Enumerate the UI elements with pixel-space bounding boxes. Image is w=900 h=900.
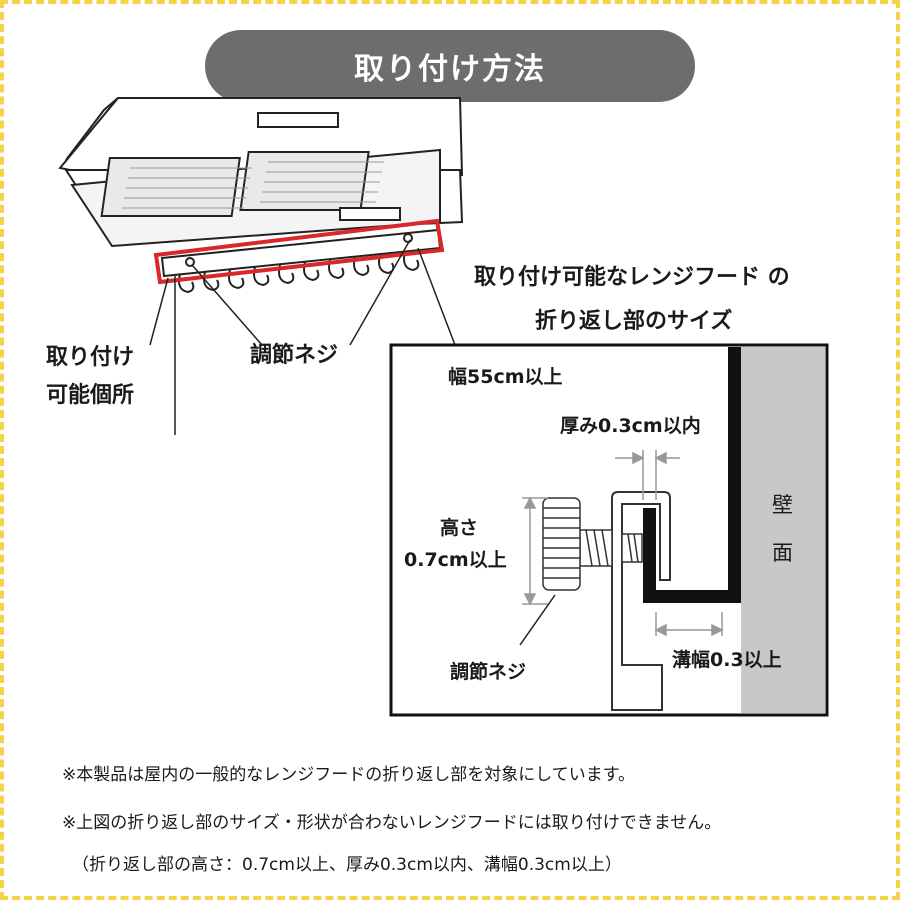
mount-area-highlight <box>153 218 445 285</box>
hood-size-heading-1: 取り付け可能なレンジフード の <box>474 264 790 290</box>
adjust-screw-label: 調節ネジ <box>250 342 338 368</box>
mounting-clip <box>611 491 671 711</box>
page-title: 取り付け方法 <box>354 52 546 87</box>
note-line-1: ※本製品は屋内の一般的なレンジフードの折り返し部を対象にしています。 <box>62 765 636 785</box>
range-hood-illustration <box>58 97 464 294</box>
width-label: 幅55cm以上 <box>448 365 563 388</box>
mount-place-label-2: 可能個所 <box>46 382 134 408</box>
height-label-2: 0.7cm以上 <box>404 549 507 571</box>
hood-size-heading-2: 折り返し部のサイズ <box>535 308 732 334</box>
height-label-1: 高さ <box>440 516 478 539</box>
thickness-label: 厚み0.3cm以内 <box>560 414 701 437</box>
note-line-3: （折り返し部の高さ：0.7cm以上、厚み0.3cm以内、溝幅0.3cm以上） <box>72 855 622 875</box>
leader-lines <box>149 239 456 435</box>
groove-width-label: 溝幅0.3以上 <box>672 648 782 671</box>
wall-label-1: 壁 <box>772 493 793 517</box>
mount-place-label-1: 取り付け <box>46 345 134 370</box>
thickness-dimension <box>615 450 680 500</box>
adjust-screw-detail-label: 調節ネジ <box>450 660 526 683</box>
wall-area <box>741 347 825 713</box>
title-banner: 取り付け方法 <box>205 30 695 102</box>
hood-flange <box>643 347 741 603</box>
groove-dimension <box>654 612 724 637</box>
detail-box <box>389 343 829 717</box>
wall-label-2: 面 <box>772 541 793 565</box>
adjust-screw-knob <box>542 497 581 591</box>
note-line-2: ※上図の折り返し部のサイズ・形状が合わないレンジフードには取り付けできません。 <box>62 813 722 833</box>
height-dimension <box>522 496 548 606</box>
screw-thread <box>579 529 643 567</box>
